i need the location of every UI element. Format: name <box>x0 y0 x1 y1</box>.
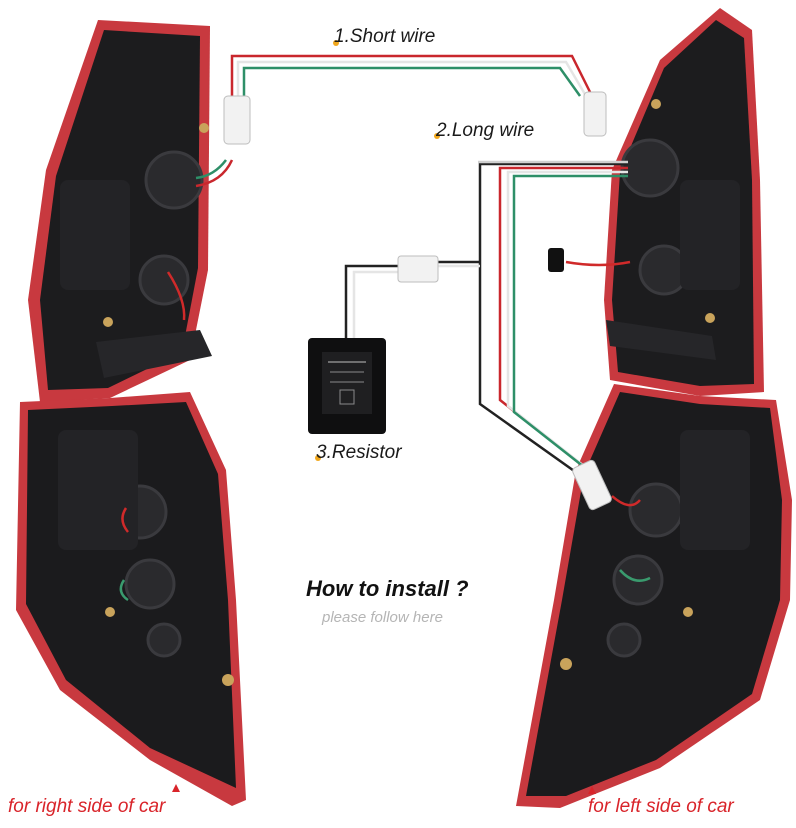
install-subline: please follow here <box>322 609 443 626</box>
long-wire <box>478 160 628 480</box>
short-wire-marker <box>333 40 339 46</box>
resistor-marker <box>315 455 321 461</box>
resistor-box <box>308 338 386 434</box>
short-wire-connector-left <box>583 91 607 137</box>
long-wire-marker <box>434 133 440 139</box>
left-side-caption: for left side of car <box>588 796 734 817</box>
left-side-tail-lamp <box>516 8 792 808</box>
short-wire-label: 1.Short wire <box>334 26 436 47</box>
install-headline: How to install ? <box>306 576 469 601</box>
resistor-label: 3.Resistor <box>316 442 402 463</box>
short-wire-connector-right <box>223 95 251 145</box>
long-wire-connector <box>572 459 612 511</box>
short-wire <box>195 54 594 188</box>
left-side-arrow-icon <box>588 786 596 794</box>
right-side-tail-lamp <box>16 20 246 806</box>
long-wire-label: 2.Long wire <box>436 120 535 141</box>
right-side-caption: for right side of car <box>8 796 166 817</box>
resistor-leads <box>344 260 480 340</box>
right-side-arrow-icon <box>172 784 180 792</box>
resistor-connector <box>397 255 439 283</box>
